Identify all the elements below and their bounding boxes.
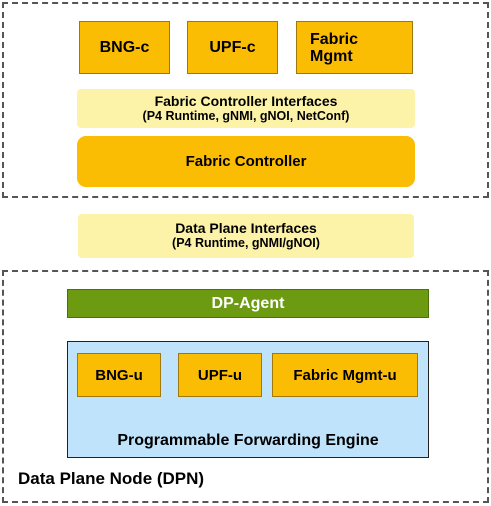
upf-c-box: UPF-c — [187, 21, 278, 74]
upf-u-box: UPF-u — [178, 353, 262, 397]
control-plane-container — [2, 2, 489, 198]
upf-c-label: UPF-c — [209, 39, 256, 56]
fabric-controller-box: Fabric Controller — [77, 136, 415, 187]
upf-u-label: UPF-u — [197, 366, 243, 384]
bng-c-label: BNG-c — [99, 39, 150, 56]
fabric-controller-interfaces: Fabric Controller Interfaces (P4 Runtime… — [77, 89, 415, 128]
data-plane-interfaces-subtitle: (P4 Runtime, gNMI/gNOI) — [172, 236, 320, 250]
bng-u-label: BNG-u — [95, 366, 143, 384]
data-plane-node-label: Data Plane Node (DPN) — [18, 469, 204, 491]
fabric-mgmt-u-label: Fabric Mgmt-u — [293, 366, 397, 384]
bng-u-box: BNG-u — [77, 353, 161, 397]
bng-c-box: BNG-c — [79, 21, 170, 74]
fabric-controller-interfaces-title: Fabric Controller Interfaces — [154, 92, 338, 109]
data-plane-node-container — [2, 270, 489, 503]
data-plane-interfaces: Data Plane Interfaces (P4 Runtime, gNMI/… — [78, 214, 414, 258]
fabric-mgmt-label-line1: Fabric — [310, 30, 359, 48]
fabric-controller-interfaces-subtitle: (P4 Runtime, gNMI, gNOI, NetConf) — [142, 108, 350, 123]
dp-agent-label: DP-Agent — [211, 294, 285, 312]
data-plane-interfaces-title: Data Plane Interfaces — [175, 220, 317, 236]
data-plane-node-text: Data Plane Node (DPN) — [18, 469, 205, 488]
fabric-mgmt-label-line2: Mgmt — [310, 47, 353, 65]
fabric-mgmt-box: Fabric Mgmt — [296, 21, 413, 74]
programmable-forwarding-engine-label: Programmable Forwarding Engine — [67, 428, 429, 454]
fabric-controller-label: Fabric Controller — [185, 153, 307, 170]
fabric-mgmt-u-box: Fabric Mgmt-u — [272, 353, 418, 397]
programmable-forwarding-engine-text: Programmable Forwarding Engine — [117, 432, 379, 449]
dp-agent-bar: DP-Agent — [67, 289, 429, 318]
